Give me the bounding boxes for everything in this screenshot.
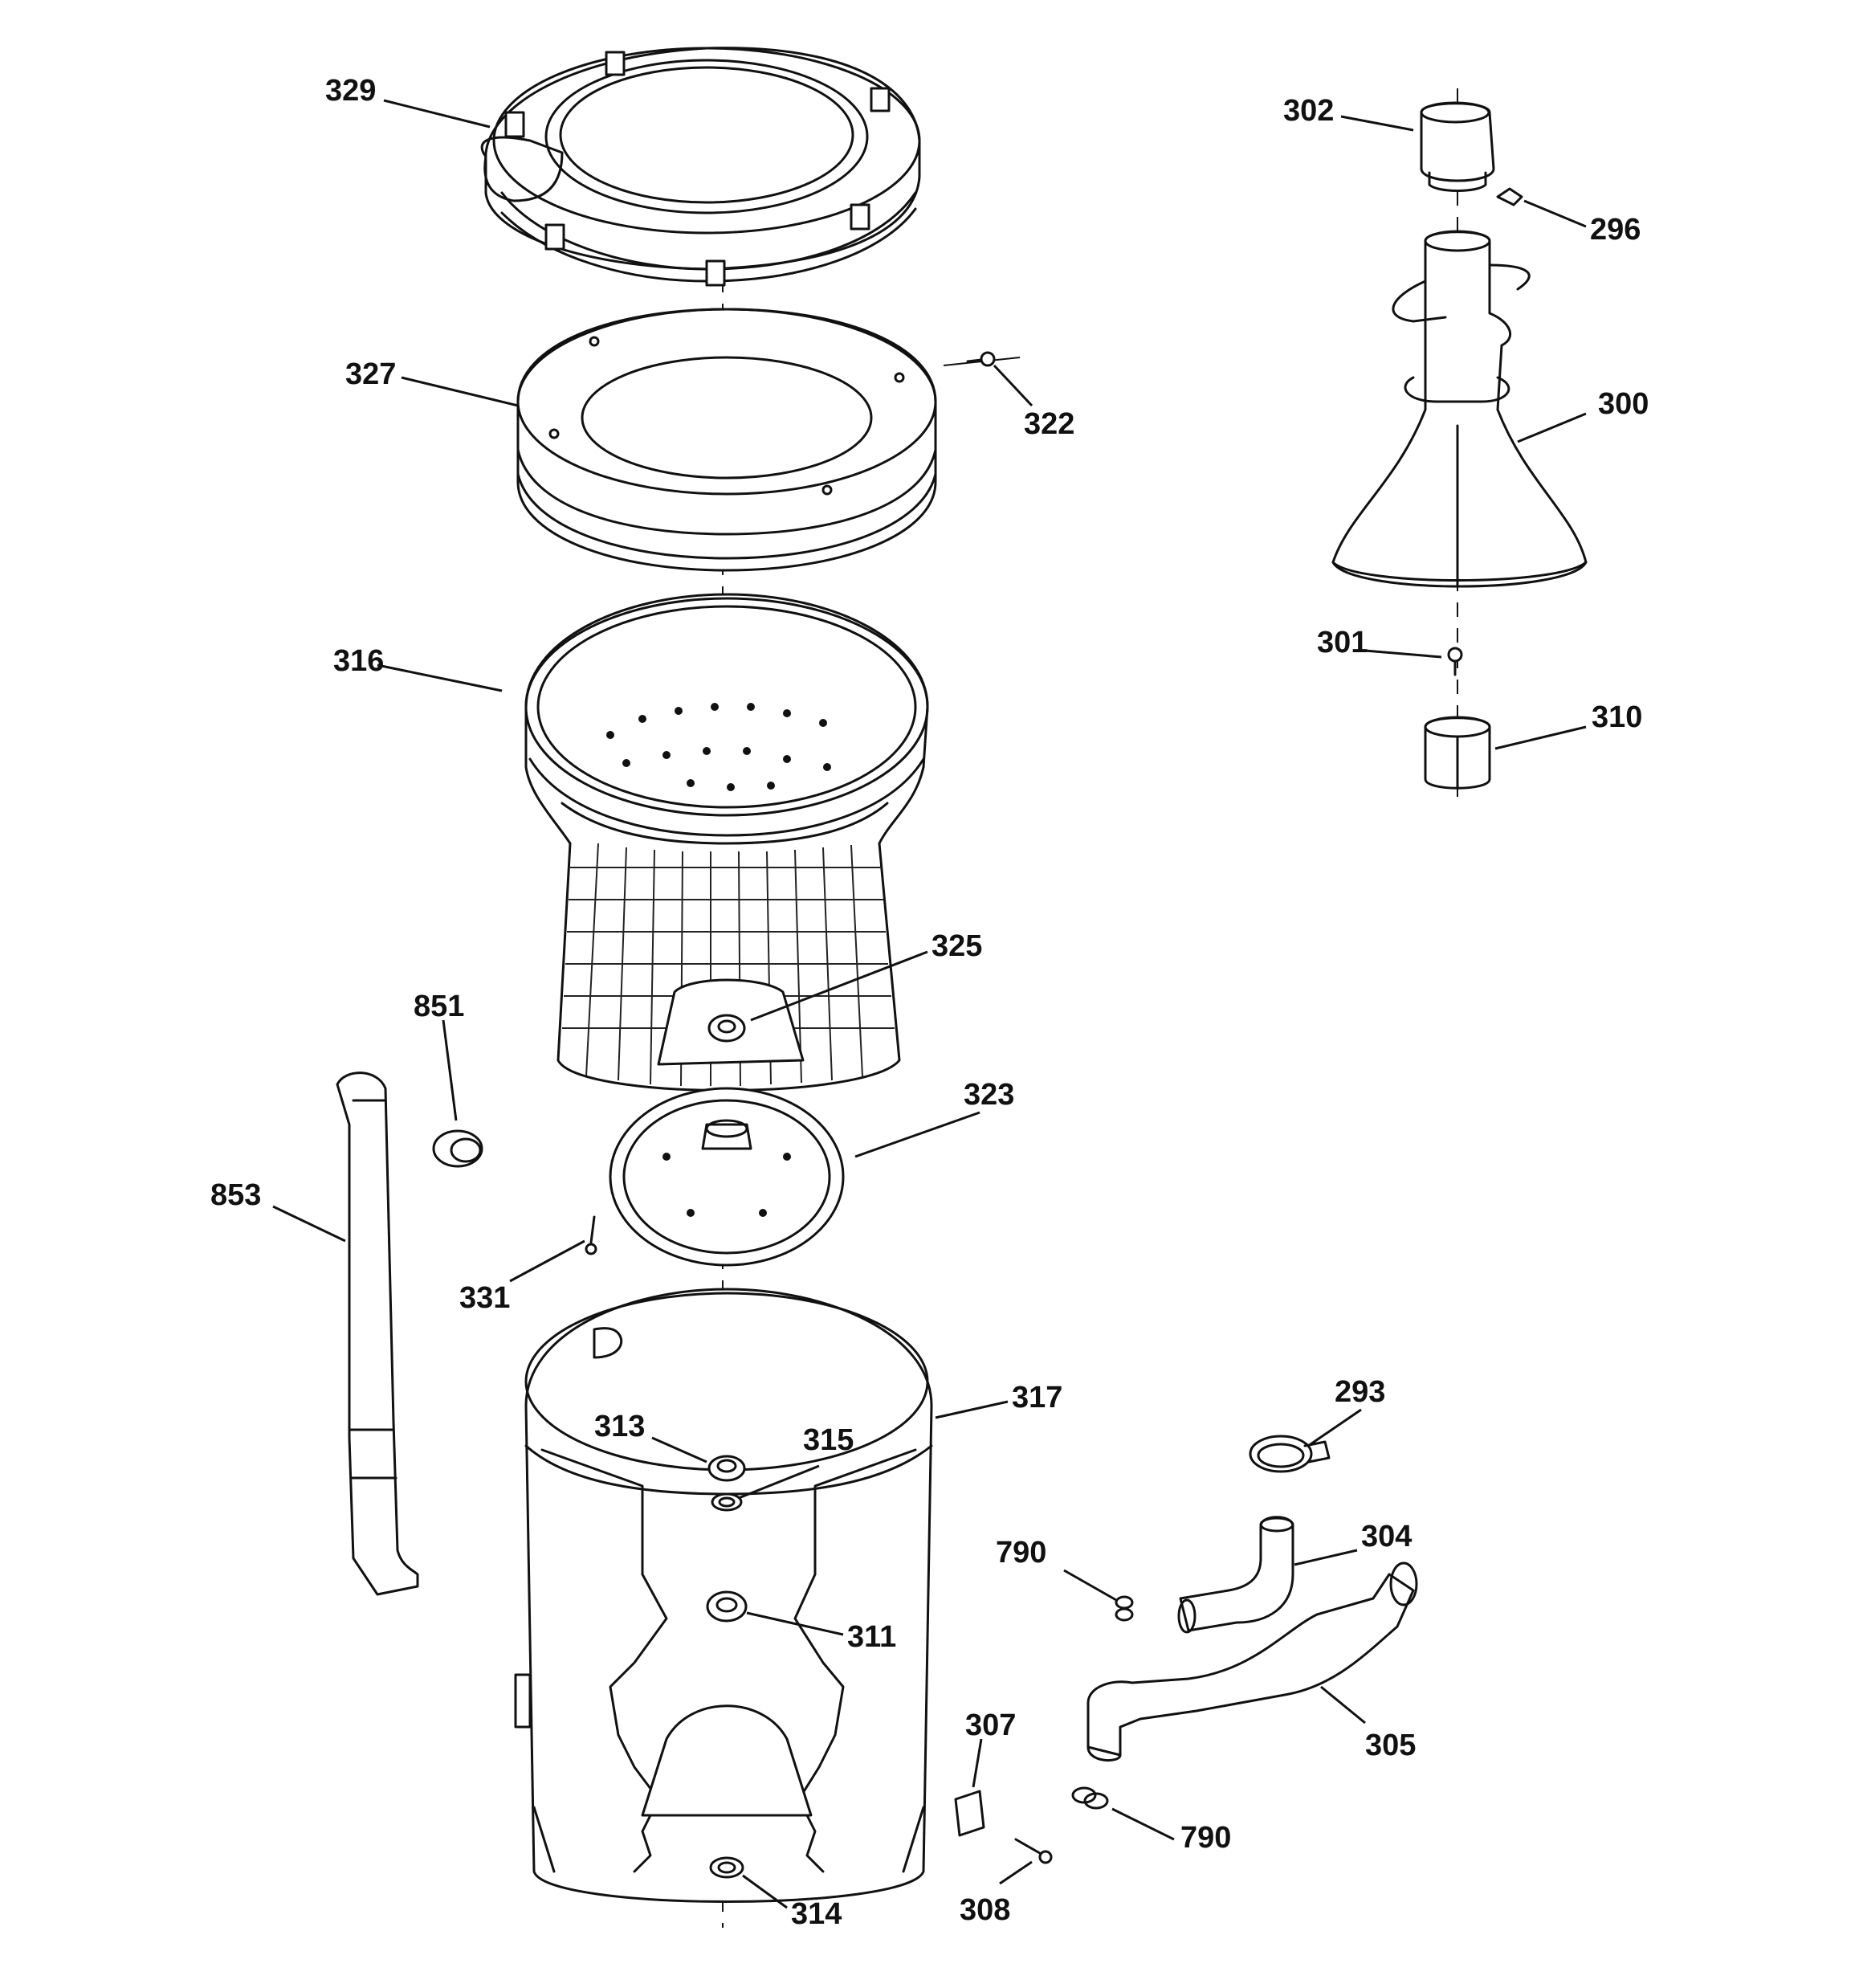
callout-296: 296	[1590, 213, 1641, 247]
pump-hose-305	[1086, 1561, 1418, 1762]
screw-322	[943, 351, 1021, 367]
callout-293: 293	[1335, 1375, 1385, 1409]
fill-hose-853	[336, 1072, 419, 1596]
callout-790-lower: 790	[1180, 1821, 1231, 1855]
tub-cover-329	[480, 47, 921, 287]
fitting-851	[432, 1129, 483, 1168]
screw-301	[1447, 647, 1463, 676]
callout-labels: 329 327 322 316 325 323 851 853 331 317 …	[210, 74, 1649, 1931]
nut-311	[706, 1590, 748, 1623]
clip-296	[1496, 187, 1523, 206]
hose-clamp-293	[1249, 1435, 1331, 1473]
callout-311: 311	[847, 1620, 896, 1654]
callout-322: 322	[1024, 407, 1074, 441]
callout-305: 305	[1365, 1729, 1416, 1762]
callout-851: 851	[414, 990, 464, 1023]
callout-316: 316	[333, 644, 384, 678]
callout-323: 323	[964, 1078, 1014, 1112]
screw-308	[1014, 1838, 1053, 1864]
hub-assembly-323	[609, 1087, 845, 1267]
callout-853: 853	[210, 1178, 261, 1212]
callout-331: 331	[459, 1281, 510, 1315]
seal-314	[709, 1856, 744, 1879]
callout-308: 308	[960, 1893, 1010, 1927]
agitator-300	[1331, 230, 1588, 588]
callout-317: 317	[1012, 1381, 1062, 1414]
drain-hose-304	[1177, 1516, 1294, 1634]
coupling-310	[1424, 716, 1491, 790]
screw-331	[585, 1215, 597, 1255]
callout-327: 327	[345, 357, 396, 391]
clamp-790-upper	[1115, 1595, 1134, 1622]
callout-329: 329	[325, 74, 376, 108]
tub-nut-313	[707, 1455, 746, 1482]
callout-310: 310	[1592, 700, 1642, 734]
callout-790-upper: 790	[996, 1536, 1046, 1570]
callout-301: 301	[1317, 626, 1368, 659]
washer-315	[711, 1492, 743, 1512]
leader-lines	[272, 99, 1587, 1909]
agitator-cap-302	[1420, 101, 1495, 192]
clamp-790-lower	[1071, 1786, 1109, 1810]
balance-ring-327	[516, 308, 937, 572]
callout-325: 325	[932, 929, 982, 963]
callout-315: 315	[803, 1423, 854, 1457]
callout-314: 314	[791, 1897, 842, 1931]
hub-nut-325	[707, 1014, 746, 1043]
callout-302: 302	[1283, 94, 1334, 128]
basket-holes	[606, 703, 831, 791]
callout-307: 307	[965, 1708, 1016, 1742]
callout-313: 313	[594, 1410, 645, 1443]
callout-300: 300	[1598, 387, 1649, 421]
callout-304: 304	[1361, 1520, 1412, 1553]
bracket-307	[954, 1790, 985, 1837]
